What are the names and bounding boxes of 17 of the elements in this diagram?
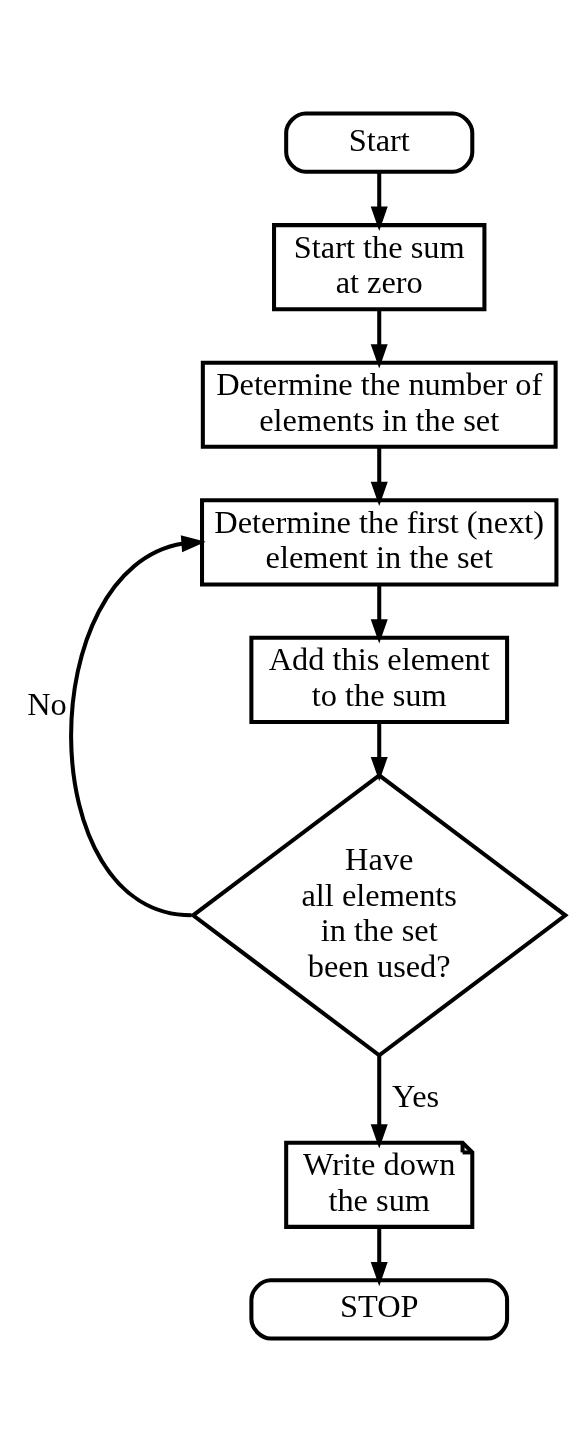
arrow	[370, 1227, 388, 1286]
arrow	[69, 534, 206, 917]
edge-label: Yes	[392, 1077, 440, 1114]
node-box: Add this element to the sum	[249, 635, 510, 724]
node-box: Start	[284, 110, 475, 174]
node-box: STOP	[249, 1277, 510, 1341]
node-box: Determine the first (next) element in the set	[200, 497, 559, 586]
node-box: Determine the number of elements in the set	[200, 360, 558, 449]
edge-label: No	[27, 685, 67, 722]
arrow	[370, 721, 388, 781]
node-diamond: Have all elements in the set been used?	[189, 772, 569, 1058]
arrow	[370, 1055, 388, 1149]
arrow	[370, 171, 388, 231]
node-box: Start the sum at zero	[272, 222, 487, 311]
arrow	[370, 446, 388, 506]
arrow	[370, 309, 388, 368]
arrow	[370, 584, 388, 644]
